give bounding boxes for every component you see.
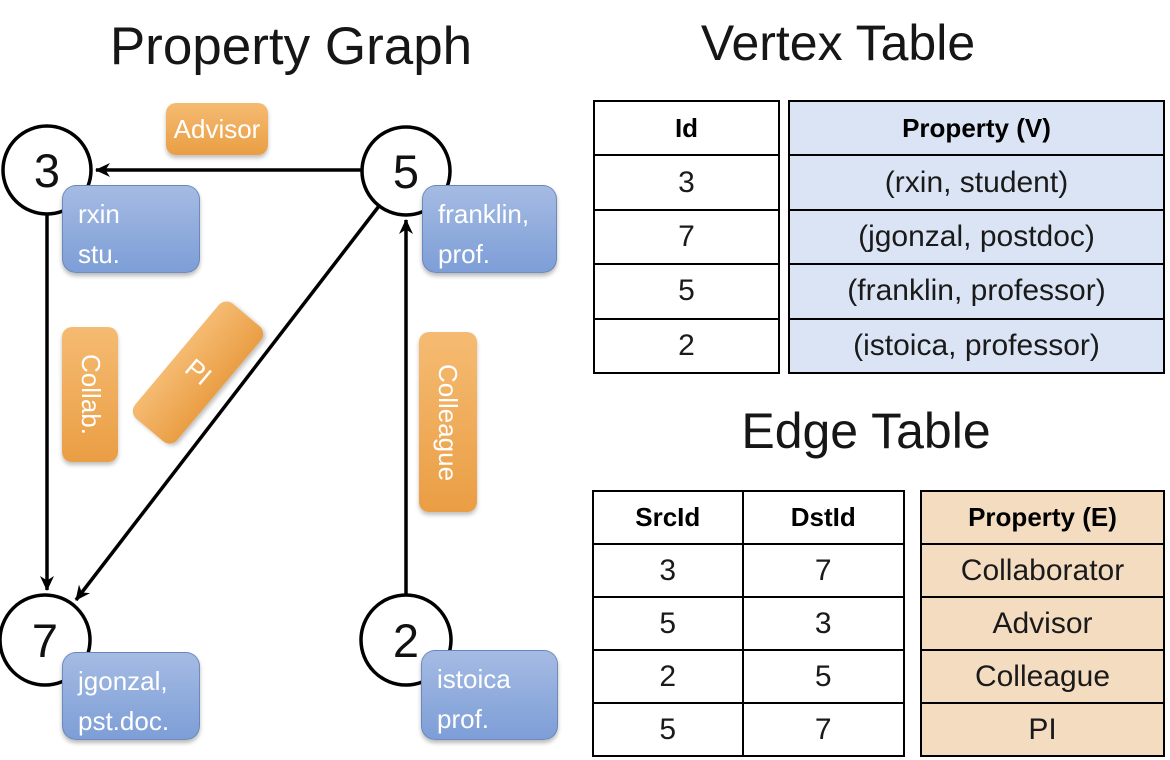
edge-table-dstid-column: DstId 7 3 5 7 bbox=[741, 492, 903, 755]
node-3-id: 3 bbox=[33, 143, 61, 197]
vertex-property-box-2: istoica prof. bbox=[421, 650, 558, 740]
edge-col-header-dstid: DstId bbox=[790, 502, 856, 532]
vertex-col-header-property: Property (V) bbox=[790, 102, 1163, 155]
node-2-id: 2 bbox=[392, 613, 420, 667]
edge-row-dstid: 3 bbox=[743, 596, 903, 649]
vertex-row-id: 2 bbox=[595, 317, 778, 372]
edge-col-header-property: Property (E) bbox=[922, 492, 1163, 543]
vertex-table-property-column: Property (V) (rxin, student) (jgonzal, p… bbox=[788, 100, 1165, 374]
edge-pi-5-to-7 bbox=[74, 204, 381, 602]
edge-row-property: Collaborator bbox=[922, 543, 1163, 596]
vertex-row-property: (jgonzal, postdoc) bbox=[790, 208, 1163, 264]
vertex-table-title: Vertex Table bbox=[700, 15, 976, 71]
edge-row-srcid: 5 bbox=[594, 702, 742, 755]
edge-row-property: Advisor bbox=[922, 596, 1163, 649]
edge-row-dstid: 7 bbox=[743, 543, 903, 596]
node-5-id: 5 bbox=[392, 144, 420, 198]
vertex-table-id-column: Id 3 7 5 2 bbox=[593, 100, 780, 374]
node-7-id: 7 bbox=[31, 613, 59, 667]
vertex-row-property: (franklin, professor) bbox=[790, 263, 1163, 318]
edge-label-colleague: Colleague bbox=[419, 332, 477, 512]
vertex-property-box-5: franklin, prof. bbox=[422, 185, 557, 273]
vertex-row-id: 5 bbox=[595, 263, 778, 317]
edge-label-collab: Collab. bbox=[62, 327, 118, 462]
edge-row-dstid: 7 bbox=[743, 702, 903, 755]
edge-row-srcid: 3 bbox=[594, 543, 742, 596]
edge-row-property: PI bbox=[922, 702, 1163, 755]
vertex-property-box-3: rxin stu. bbox=[62, 185, 200, 273]
vertex-col-header-id: Id bbox=[674, 112, 699, 143]
edge-row-srcid: 5 bbox=[594, 596, 742, 649]
property-graph-title: Property Graph bbox=[109, 17, 473, 76]
vertex-row-id: 3 bbox=[595, 154, 778, 208]
edge-col-header-srcid: SrcId bbox=[635, 502, 701, 532]
edge-table-property-column: Property (E) Collaborator Advisor Collea… bbox=[920, 490, 1165, 757]
vertex-row-property: (istoica, professor) bbox=[790, 317, 1163, 373]
vertex-row-id: 7 bbox=[595, 208, 778, 263]
vertex-property-box-7: jgonzal, pst.doc. bbox=[62, 652, 200, 740]
edge-row-dstid: 5 bbox=[743, 649, 903, 702]
edge-table-title: Edge Table bbox=[741, 403, 991, 459]
vertex-row-property: (rxin, student) bbox=[790, 154, 1163, 209]
edge-table-srcid-column: SrcId 3 5 2 5 bbox=[594, 492, 742, 755]
edge-table-src-dst-columns: SrcId 3 5 2 5 DstId 7 3 5 7 bbox=[592, 490, 905, 757]
edge-row-srcid: 2 bbox=[594, 649, 742, 702]
edge-row-property: Colleague bbox=[922, 649, 1163, 702]
edge-label-advisor: Advisor bbox=[166, 103, 268, 155]
